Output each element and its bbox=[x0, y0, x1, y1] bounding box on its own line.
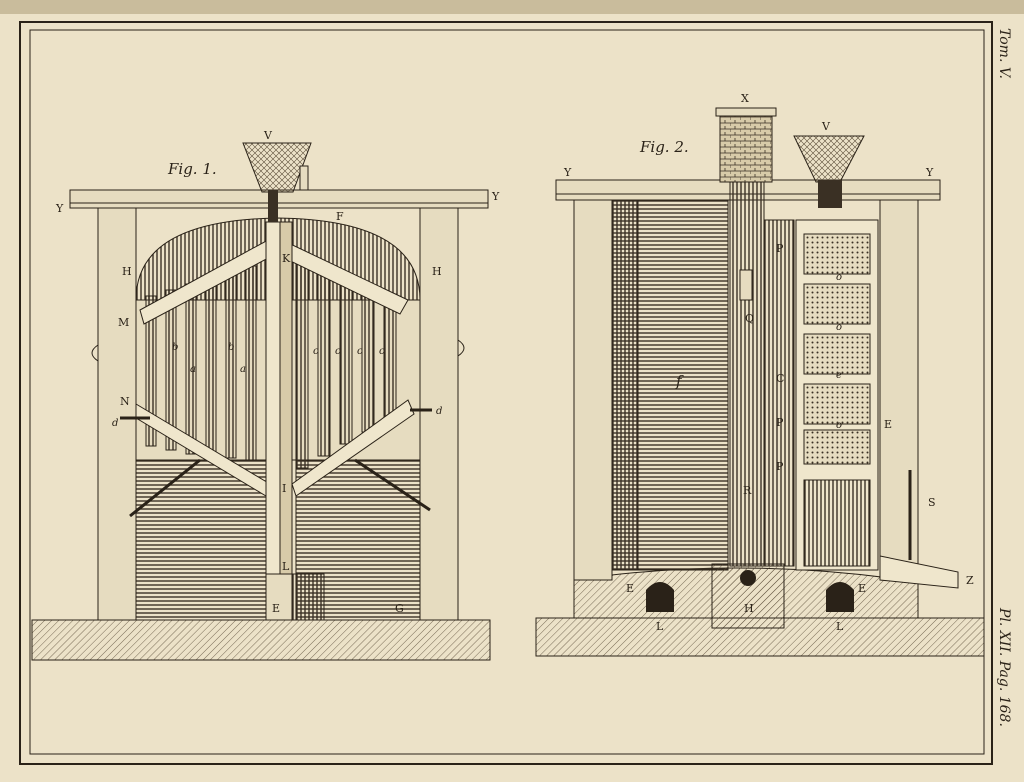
fig1-label-K: K bbox=[282, 252, 291, 265]
fig1-label-c-4: c bbox=[379, 346, 385, 357]
fig1-label-c-3: c bbox=[357, 346, 363, 357]
fig2-chimney bbox=[719, 111, 773, 183]
fig2-wall-left bbox=[573, 199, 613, 581]
fig1-label-b-1: b bbox=[172, 342, 178, 353]
fig1-label-E: E bbox=[272, 602, 280, 615]
fig1-wall-right-bracket bbox=[457, 339, 465, 357]
fig1-lower-chamber-left bbox=[135, 459, 267, 621]
fig2-label-f: f bbox=[675, 372, 684, 390]
plate-reference: Pl. XII. Pag. 168. bbox=[996, 607, 1012, 727]
plate-border-outer bbox=[19, 21, 993, 765]
fig1-shelves-left bbox=[145, 265, 257, 461]
fig2-label-P-low: P bbox=[776, 460, 784, 473]
fig2-label-Y-left: Y bbox=[563, 166, 572, 179]
fig1-cornice bbox=[69, 189, 489, 209]
fig2-label-V: V bbox=[821, 120, 831, 133]
fig2-central-pipe bbox=[729, 181, 765, 567]
fig2-label-Q: Q bbox=[745, 312, 754, 325]
fig2-label-Z: Z bbox=[966, 574, 974, 587]
fig1-label-H-left: H bbox=[122, 265, 132, 278]
fig2-arch-left bbox=[646, 582, 674, 612]
fig1-label-a-1: a bbox=[190, 364, 196, 375]
fig2-label-E-left: E bbox=[626, 582, 634, 595]
fig2-label-Y-right: Y bbox=[925, 166, 934, 179]
fig2-trays bbox=[803, 233, 871, 567]
fig1-shelves-right bbox=[295, 261, 397, 469]
fig1-label-I: I bbox=[282, 482, 286, 495]
fig1-wall-left-bracket bbox=[91, 344, 99, 362]
top-shadow bbox=[0, 0, 1024, 14]
fig2-label-e: e bbox=[836, 370, 842, 381]
figure-2: Fig. 2. bbox=[535, 92, 985, 657]
fig2-label-L-right: L bbox=[836, 620, 844, 633]
fig1-label-V: V bbox=[263, 129, 273, 142]
fig2-arch-right bbox=[826, 582, 854, 612]
plate-border-inner bbox=[29, 29, 985, 755]
fig1-beam-lower-right bbox=[291, 399, 415, 497]
fig1-label-F: F bbox=[336, 210, 344, 223]
figure-1: Fig. 1. bbox=[31, 129, 500, 661]
fig1-label-a-2: a bbox=[240, 364, 246, 375]
fig1-props bbox=[120, 408, 432, 518]
fig1-outlet bbox=[291, 573, 325, 621]
fig1-base bbox=[31, 619, 491, 661]
fig1-label-b-2: b bbox=[228, 342, 234, 353]
fig2-label-S: S bbox=[928, 496, 936, 509]
fig1-label-Y-right: Y bbox=[491, 190, 500, 203]
fig1-label-Y-left: Y bbox=[55, 202, 64, 215]
fig2-label-P-top: P bbox=[776, 242, 784, 255]
fig2-right-column bbox=[763, 219, 795, 567]
fig2-label-o-1: o bbox=[836, 272, 842, 283]
fig1-label-H-right: H bbox=[432, 265, 442, 278]
fig2-wall-right bbox=[879, 199, 919, 581]
fig1-title: Fig. 1. bbox=[167, 160, 217, 178]
fig1-label-L: L bbox=[282, 560, 290, 573]
fig1-label-c-1: c bbox=[313, 346, 319, 357]
volume-label: Tom. V. bbox=[996, 28, 1012, 79]
fig2-label-o-2: o bbox=[836, 322, 842, 333]
fig2-label-C: C bbox=[776, 372, 784, 385]
fig1-central-post bbox=[265, 221, 281, 575]
fig1-label-M: M bbox=[118, 316, 129, 329]
fig1-label-c-2: c bbox=[335, 346, 341, 357]
fig2-label-P-mid: P bbox=[776, 416, 784, 429]
fig1-label-d-right: d bbox=[436, 406, 442, 417]
fig2-spout bbox=[879, 555, 959, 589]
fig1-wall-right bbox=[419, 207, 459, 621]
fig1-label-d-left: d bbox=[112, 418, 118, 429]
fig1-label-N: N bbox=[120, 395, 130, 408]
fig2-label-o-3: o bbox=[836, 420, 842, 431]
fig2-label-X: X bbox=[741, 92, 749, 105]
fig2-label-E-right: E bbox=[884, 418, 892, 431]
fig2-label-E-lower-right: E bbox=[858, 582, 866, 595]
fig1-label-G: G bbox=[395, 602, 404, 615]
fig1-hopper bbox=[242, 142, 312, 193]
fig2-label-H: H bbox=[744, 602, 754, 615]
fig1-wall-left bbox=[97, 207, 137, 621]
fig2-title: Fig. 2. bbox=[639, 138, 689, 156]
fig2-label-L-left: L bbox=[656, 620, 664, 633]
fig2-label-R: R bbox=[743, 484, 752, 497]
